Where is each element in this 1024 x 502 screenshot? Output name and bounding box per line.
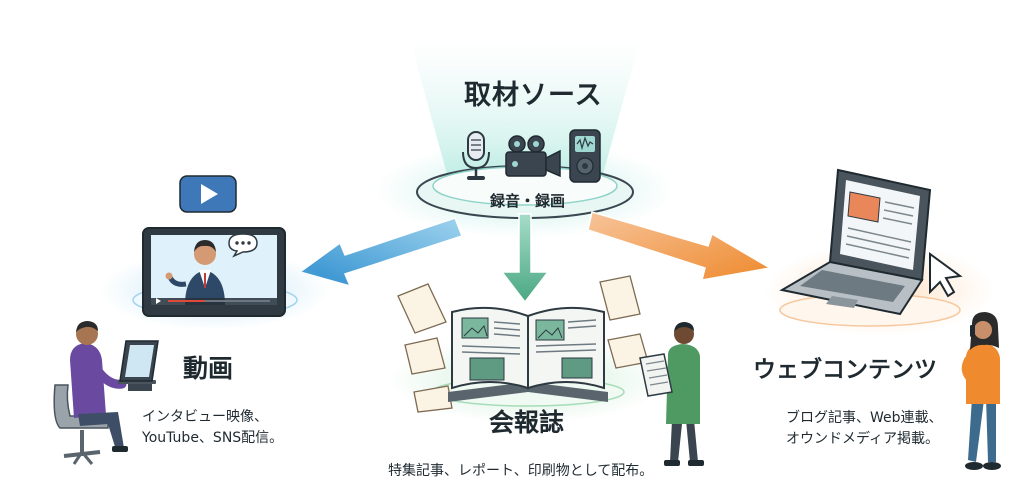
laptop-illustration xyxy=(779,168,963,316)
web-desc-line-2: オウンドメディア掲載。 xyxy=(786,431,940,447)
microphone-icon xyxy=(462,131,490,180)
newsletter-description: 特集記事、レポート、印刷物として配布。 xyxy=(388,463,654,479)
person-on-phone-illustration xyxy=(961,312,1001,470)
video-desc-line-2: YouTube、SNS配信。 xyxy=(142,430,284,446)
tablet-player xyxy=(142,227,286,317)
open-magazine-illustration xyxy=(448,306,608,402)
video-camera-icon xyxy=(505,135,561,178)
web-desc-line-1: ブログ記事、Web連載、 xyxy=(786,410,943,426)
newsletter-label: 会報誌 xyxy=(489,408,565,437)
audio-recorder-icon xyxy=(569,129,601,183)
web-description: ブログ記事、Web連載、 オウンドメディア掲載。 xyxy=(786,408,943,450)
person-at-laptop-illustration xyxy=(53,321,159,465)
source-title: 取材ソース xyxy=(464,80,603,111)
person-reading-newspaper-illustration xyxy=(639,322,704,466)
arrow-to-web xyxy=(587,211,773,281)
video-label: 動画 xyxy=(183,354,234,383)
video-description: インタビュー映像、 YouTube、SNS配信。 xyxy=(142,407,283,449)
arrow-to-video xyxy=(298,217,463,288)
video-desc-line-1: インタビュー映像、 xyxy=(142,409,268,425)
play-button-icon xyxy=(179,175,237,213)
arrow-to-newsletter xyxy=(500,213,550,304)
web-label: ウェブコンテンツ xyxy=(753,357,937,383)
source-caption: 録音・録画 xyxy=(490,192,566,210)
